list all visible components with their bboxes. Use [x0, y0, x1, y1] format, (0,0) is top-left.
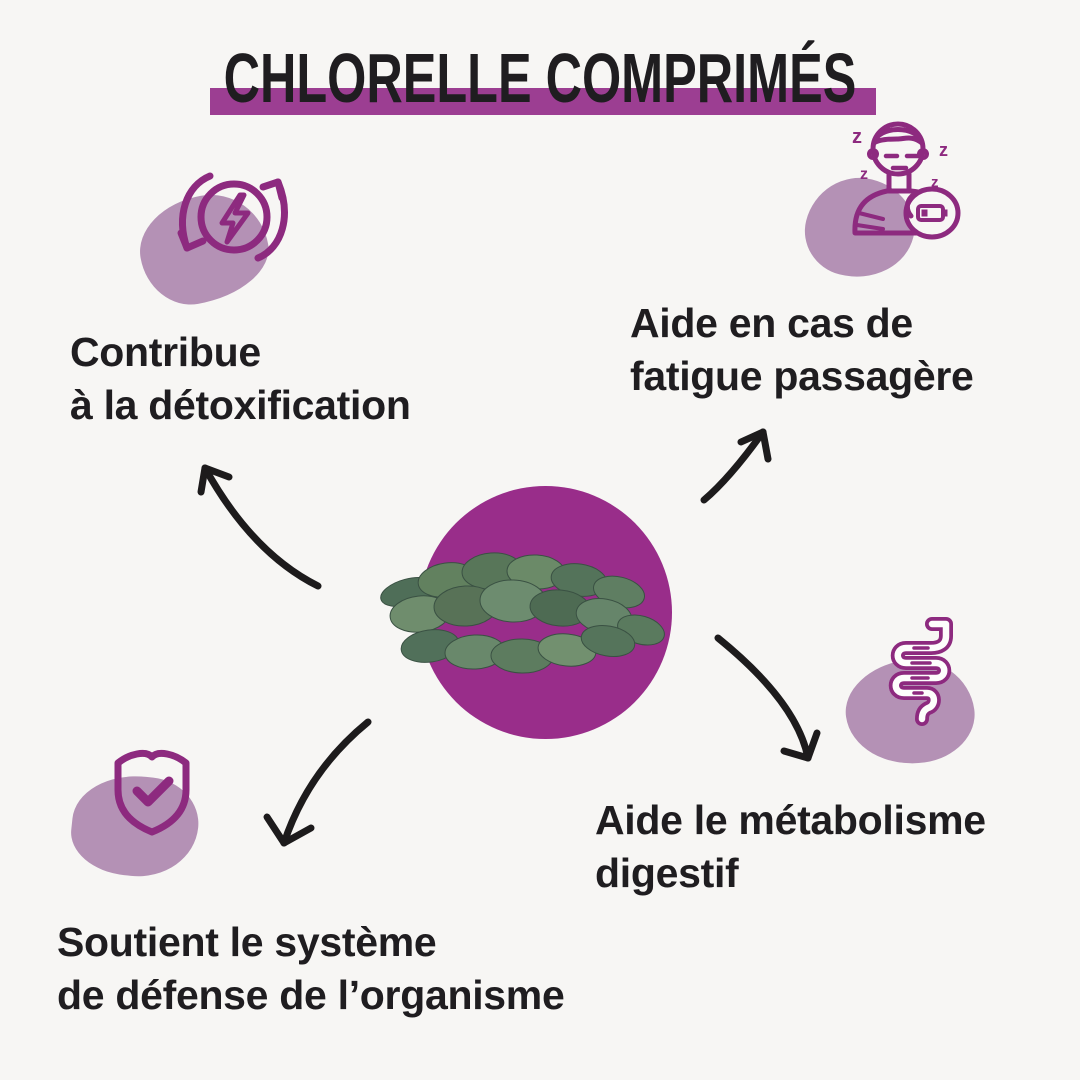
benefit-label-digestion: Aide le métabolisme digestif: [595, 794, 986, 900]
benefit-line: à la détoxification: [70, 382, 411, 428]
arrow-to-bottom-left: [263, 718, 372, 847]
benefit-line: de défense de l’organisme: [57, 972, 565, 1018]
tired-person-icon: z z z z: [852, 121, 961, 240]
chlorella-tablets-photo: [380, 552, 665, 674]
sleep-z-glyph: z: [939, 140, 948, 160]
benefit-line: Aide en cas de: [630, 300, 913, 346]
benefit-label-detoxification: Contribue à la détoxification: [70, 326, 411, 432]
shield-check-icon: [114, 749, 190, 836]
benefit-line: fatigue passagère: [630, 353, 974, 399]
sleep-z-glyph: z: [860, 166, 868, 183]
sleep-z-glyph: z: [852, 126, 862, 148]
sleep-z-glyph: z: [931, 174, 939, 191]
energy-cycle-icon: [177, 172, 288, 262]
benefit-label-fatigue: Aide en cas de fatigue passagère: [630, 297, 974, 403]
arrow-to-top-right: [700, 428, 772, 504]
benefit-line: Soutient le système: [57, 919, 437, 965]
arrow-to-bottom-right: [714, 634, 821, 762]
benefit-line: Aide le métabolisme: [595, 797, 986, 843]
benefit-line: digestif: [595, 850, 739, 896]
intestine-icon: [888, 617, 953, 726]
benefit-line: Contribue: [70, 329, 261, 375]
benefit-label-immunite: Soutient le système de défense de l’orga…: [57, 916, 565, 1022]
arrow-to-top-left: [197, 464, 322, 590]
title-highlight-bar: [210, 88, 876, 115]
page-title: CHLORELLE COMPRIMÉS: [223, 39, 857, 117]
